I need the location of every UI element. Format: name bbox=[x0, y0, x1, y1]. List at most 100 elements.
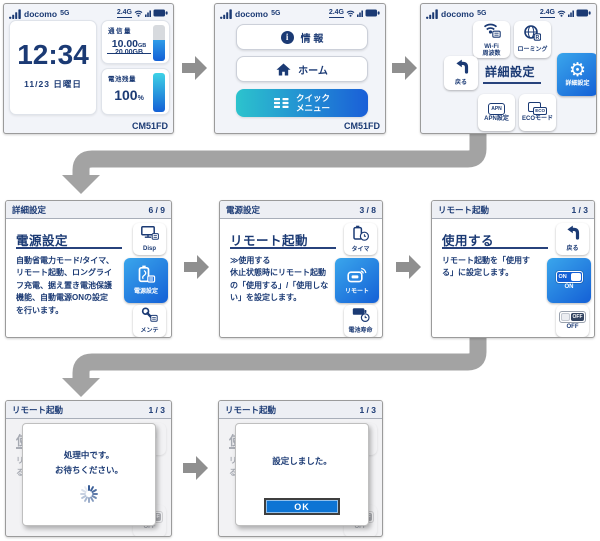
device-name-label: CM51FD bbox=[131, 121, 168, 131]
screen-remote-setting: リモート起動 1 / 3 使用する リモート起動を「使用する」に設定します。 戻… bbox=[431, 200, 595, 338]
tile-maintenance[interactable]: メンテ bbox=[133, 305, 166, 337]
home-button-label: ホーム bbox=[298, 65, 328, 77]
data-usage-card[interactable]: 通信量 10.00GB 20.00GB bbox=[101, 20, 170, 64]
carrier-label: docomo bbox=[235, 8, 269, 19]
battery-label: 電池残量 bbox=[108, 76, 136, 83]
roaming-globe-icon: R bbox=[524, 25, 542, 46]
status-right: 2.4G bbox=[328, 9, 380, 19]
status-left: docomo 5G bbox=[220, 9, 280, 19]
signal-icon bbox=[426, 8, 438, 19]
screen-header: 詳細設定 6 / 9 bbox=[6, 201, 171, 219]
tile-power-settings-selected[interactable]: 電源設定 bbox=[124, 258, 168, 303]
tile-label: リモート bbox=[344, 288, 369, 295]
tile-advanced-settings-selected[interactable]: ⚙ 詳細設定 bbox=[557, 53, 596, 96]
tile-label: 詳細設定 bbox=[565, 81, 590, 88]
battery-card[interactable]: 電池残量 100% bbox=[101, 68, 170, 115]
tile-label: APN設定 bbox=[484, 115, 509, 122]
completed-dialog: 設定しました。 OK bbox=[235, 423, 369, 526]
section-title: 使用する bbox=[442, 234, 495, 248]
tile-battery-life[interactable]: 電池寿命 bbox=[344, 305, 377, 337]
data-usage-label: 通信量 bbox=[108, 28, 132, 35]
status-left: docomo 5G bbox=[426, 9, 486, 19]
back-icon bbox=[564, 225, 581, 245]
screen-detail-settings: 詳細設定 6 / 9 電源設定 自動省電力モード/タイマ、リモート起動、ロングラ… bbox=[5, 200, 172, 338]
completed-message: 設定しました。 bbox=[272, 456, 332, 466]
quick-menu-button[interactable]: クイック メニュー bbox=[236, 89, 368, 117]
tile-eco-mode[interactable]: ECO ECOモード bbox=[519, 94, 556, 131]
tile-label: ON bbox=[564, 283, 574, 290]
loading-spinner-icon bbox=[80, 485, 98, 503]
status-bar: docomo 5G 2.4G bbox=[421, 5, 596, 20]
data-used-value: 10.00GB bbox=[107, 34, 151, 54]
carrier-label: docomo bbox=[441, 8, 475, 19]
back-icon bbox=[453, 59, 470, 79]
tile-label: OFF bbox=[566, 324, 579, 331]
quick-menu-icon bbox=[273, 98, 289, 108]
tile-label: 戻る bbox=[566, 246, 579, 253]
info-button-label: 情 報 bbox=[300, 33, 324, 45]
page-indicator: 1 / 3 bbox=[148, 404, 165, 415]
back-button[interactable]: 戻る bbox=[444, 56, 478, 90]
home-button[interactable]: ホーム bbox=[236, 56, 368, 82]
toggle-off-icon: OFF bbox=[559, 311, 586, 324]
tile-remote-selected[interactable]: リモート bbox=[335, 258, 379, 303]
toggle-on-selected[interactable]: ON ON bbox=[547, 258, 591, 303]
tile-roaming[interactable]: R ローミング bbox=[514, 21, 551, 58]
data-usage-gauge bbox=[153, 25, 165, 61]
info-button[interactable]: i 情 報 bbox=[236, 24, 368, 50]
data-usage-gauge-fill bbox=[153, 40, 165, 61]
svg-text:R: R bbox=[536, 35, 540, 41]
tile-wifi-frequency[interactable]: Wi-Fi 周波数 bbox=[473, 21, 510, 58]
title-underline bbox=[230, 247, 336, 249]
mini-signal-icon bbox=[145, 10, 151, 17]
screen-header: リモート起動 1 / 3 bbox=[219, 401, 382, 419]
wifi-icon bbox=[557, 10, 566, 17]
section-description: リモート起動を「使用する」に設定します。 bbox=[442, 256, 530, 278]
connector-row1-to-row2 bbox=[62, 134, 487, 194]
processing-dialog: 処理中です。 お待ちください。 bbox=[22, 423, 156, 526]
section-title: 電源設定 bbox=[16, 234, 69, 248]
tile-timer[interactable]: タイマ bbox=[344, 223, 377, 255]
back-button[interactable]: 戻る bbox=[556, 223, 589, 255]
page-indicator: 3 / 8 bbox=[359, 204, 376, 215]
header-title: リモート起動 bbox=[225, 404, 277, 415]
carousel-title-underline bbox=[483, 82, 541, 84]
connector-row2-to-row3 bbox=[62, 338, 487, 397]
timer-battery-icon bbox=[352, 225, 369, 246]
section-description: 自動省電力モード/タイマ、リモート起動、ロングライフ充電、据え置き電池保護機能、… bbox=[16, 256, 114, 315]
wifi-band-label: 2.4G bbox=[328, 9, 344, 19]
network-label: 5G bbox=[477, 10, 487, 17]
tile-label: 電池寿命 bbox=[348, 328, 373, 335]
battery-value: 100% bbox=[114, 87, 144, 103]
tile-label: 電源設定 bbox=[133, 289, 158, 296]
battery-icon bbox=[365, 9, 380, 17]
section-description: ≫使用する 休止状態時にリモート起動の「使用する」/「使用しない」を設定します。 bbox=[230, 256, 329, 303]
ok-button[interactable]: OK bbox=[264, 498, 340, 515]
screen-quick-settings: docomo 5G 2.4G Wi-Fi 周波数 R ローミング 戻る 詳細設定… bbox=[420, 3, 597, 134]
mini-signal-icon bbox=[357, 10, 363, 17]
toggle-on-icon: ON bbox=[555, 270, 583, 283]
tile-display-settings[interactable]: Disp bbox=[133, 223, 166, 255]
status-right: 2.4G bbox=[116, 9, 168, 19]
screen-header: リモート起動 1 / 3 bbox=[432, 201, 594, 219]
toggle-off-button[interactable]: OFF OFF bbox=[556, 305, 589, 337]
screen-home: docomo 5G 2.4G 12:34 11/23 日曜日 通信量 10.00… bbox=[3, 3, 174, 134]
screen-completed: リモート起動 1 / 3 使用する リモート起動を「使用する」に設定します。 戻… bbox=[218, 400, 383, 537]
tile-apn-settings[interactable]: APN APN設定 bbox=[478, 94, 515, 131]
tile-label: ローミング bbox=[517, 47, 548, 54]
carrier-label: docomo bbox=[24, 8, 58, 19]
header-title: リモート起動 bbox=[12, 404, 64, 415]
title-underline bbox=[16, 247, 122, 249]
tile-label: 戻る bbox=[454, 80, 467, 87]
title-underline bbox=[442, 247, 548, 249]
status-right: 2.4G bbox=[539, 9, 591, 19]
info-icon: i bbox=[280, 30, 294, 44]
clock-card: 12:34 11/23 日曜日 bbox=[9, 20, 97, 115]
network-label: 5G bbox=[271, 10, 281, 17]
quick-menu-label: クイック メニュー bbox=[295, 92, 330, 113]
tile-label: メンテ bbox=[140, 328, 159, 335]
signal-icon bbox=[220, 8, 232, 19]
processing-message: 処理中です。 お待ちください。 bbox=[54, 450, 123, 476]
wifi-icon bbox=[346, 10, 355, 17]
carousel-title: 詳細設定 bbox=[485, 65, 536, 79]
